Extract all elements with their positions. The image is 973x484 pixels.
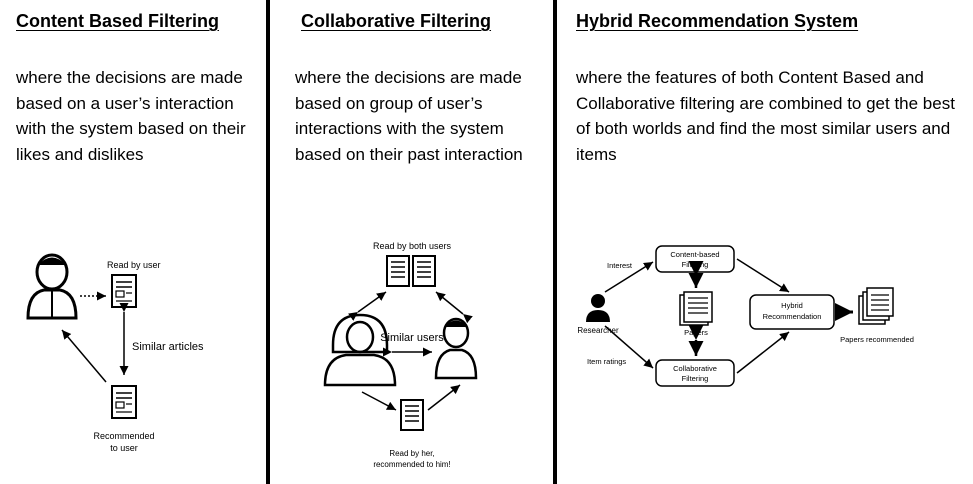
hybrid-description: where the features of both Content Based… xyxy=(576,68,955,164)
column-divider-left xyxy=(266,0,270,484)
recommended-label-line2: to user xyxy=(110,443,138,453)
svg-text:Filtering: Filtering xyxy=(682,260,709,269)
collaborative-filtering-box: Collaborative Filtering xyxy=(655,359,735,387)
document-icon xyxy=(412,255,436,287)
document-icon xyxy=(386,255,410,287)
column-divider-right xyxy=(553,0,557,484)
papers-icon xyxy=(679,291,713,326)
hybrid-recommendation-box: Hybrid Recommendation xyxy=(749,294,835,330)
content-based-title: Content Based Filtering xyxy=(16,11,220,31)
researcher-label: Researcher xyxy=(577,326,619,335)
user-icon xyxy=(26,253,78,320)
document-icon xyxy=(111,274,137,308)
hybrid-title: Hybrid Recommendation System xyxy=(576,11,859,31)
read-by-user-label: Read by user xyxy=(107,260,161,270)
content-based-filtering-box: Content-based Filtering xyxy=(655,245,735,273)
svg-text:Content-based: Content-based xyxy=(670,250,719,259)
content-based-diagram: Read by user Similar articles Recommende… xyxy=(26,253,204,453)
document-icon xyxy=(400,399,424,431)
recommended-label-line1: Recommended xyxy=(93,431,154,441)
hybrid-column: Hybrid Recommendation System where the f… xyxy=(557,0,973,484)
papers-recommended-label: Papers recommended xyxy=(840,335,914,344)
svg-text:Hybrid: Hybrid xyxy=(781,301,803,310)
papers-label: Papers xyxy=(684,328,708,337)
collaborative-column: Collaborative Filtering where the decisi… xyxy=(270,0,553,484)
svg-text:Recommendation: Recommendation xyxy=(763,312,822,321)
interest-label: Interest xyxy=(607,261,633,270)
papers-recommended-icon xyxy=(858,287,894,325)
similar-articles-label: Similar articles xyxy=(132,341,204,353)
read-by-her-label-line2: recommended to him! xyxy=(373,460,450,469)
svg-text:Collaborative: Collaborative xyxy=(673,364,717,373)
content-based-description: where the decisions are made based on a … xyxy=(16,68,246,164)
woman-user-icon xyxy=(323,313,397,387)
collaborative-description: where the decisions are made based on gr… xyxy=(295,68,523,164)
read-by-both-label: Read by both users xyxy=(373,241,452,251)
similar-users-label: Similar users xyxy=(380,332,444,344)
researcher-icon xyxy=(586,294,610,322)
collaborative-diagram: Read by both users xyxy=(323,241,478,469)
item-ratings-label: Item ratings xyxy=(587,357,626,366)
hybrid-diagram: Researcher Content-based Filtering Colla… xyxy=(577,245,914,387)
read-by-her-label-line1: Read by her, xyxy=(389,449,434,458)
document-icon xyxy=(111,385,137,419)
man-user-icon xyxy=(434,317,478,380)
content-based-column: Content Based Filtering where the decisi… xyxy=(0,0,266,484)
collaborative-title: Collaborative Filtering xyxy=(301,11,492,31)
svg-text:Filtering: Filtering xyxy=(682,374,709,383)
